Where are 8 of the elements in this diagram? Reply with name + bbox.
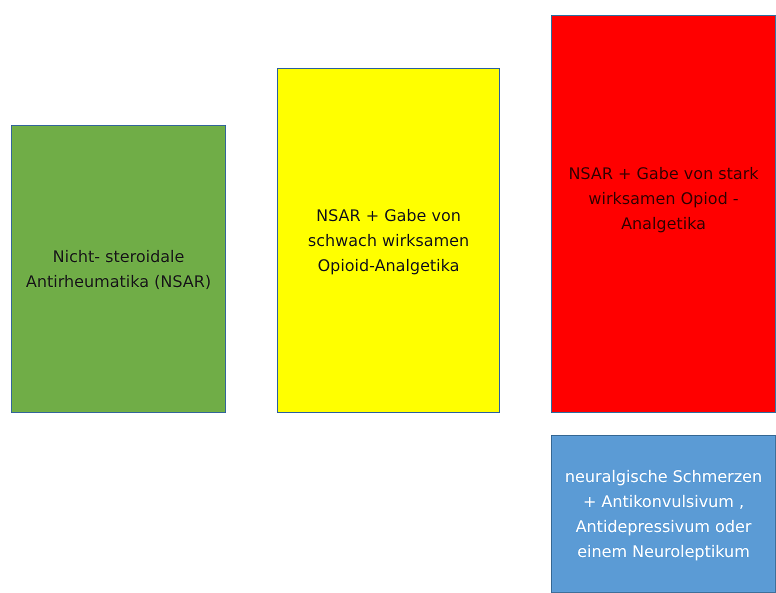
stage-box: [11, 125, 226, 413]
stage-box: [551, 15, 776, 413]
box-label: NSAR + Gabe von stark wirksamen Opiod - Analgetika: [567, 163, 760, 235]
box-label: neuralgische Schmerzen + Antikonvulsivum , Antidepressivum oder einem Neuroleptikum: [564, 466, 764, 563]
box-label: NSAR + Gabe von schwach wirksamen Opioid-Analgetika: [306, 205, 470, 277]
stage-box: [551, 435, 776, 593]
stage-box: [277, 68, 500, 413]
box-label: Nicht- steroidale Antirheumatika (NSAR): [24, 246, 212, 293]
